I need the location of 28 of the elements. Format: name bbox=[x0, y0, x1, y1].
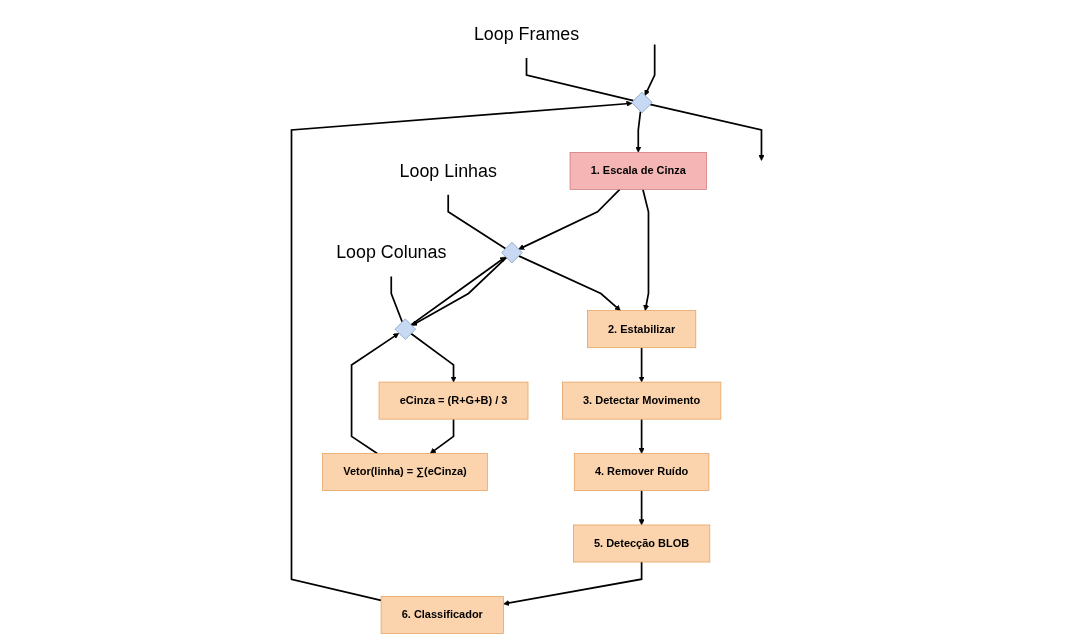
node-box: 2. Estabilizar bbox=[586, 310, 696, 349]
node-text: Loop Linhas bbox=[399, 160, 497, 181]
arrow bbox=[290, 100, 633, 602]
arrow bbox=[641, 188, 650, 311]
arrow bbox=[634, 110, 642, 153]
node-box: eCinza = (R+G+B) / 3 bbox=[378, 381, 529, 420]
arrow bbox=[648, 103, 765, 161]
node-text: Loop Colunas bbox=[335, 241, 447, 263]
node-box: 5. Detecção BLOB bbox=[572, 524, 710, 563]
arrow bbox=[409, 332, 457, 383]
node-diamond bbox=[631, 91, 653, 114]
node-box: 4. Remover Ruído bbox=[573, 453, 709, 491]
node-diamond bbox=[501, 241, 523, 264]
arrow bbox=[517, 255, 621, 311]
node-box: 6. Classificador bbox=[380, 596, 504, 634]
node-box: Vetor(linha) = ∑(eCinza) bbox=[321, 453, 488, 491]
arrow bbox=[638, 346, 645, 383]
node-box: 1. Escala de Cinza bbox=[569, 152, 707, 190]
node-box: 3. Detectar Movimento bbox=[561, 381, 721, 420]
arrow bbox=[502, 561, 643, 606]
node-text: Loop Frames bbox=[473, 23, 579, 45]
arrow bbox=[644, 43, 656, 96]
arrow bbox=[638, 489, 645, 526]
arrow bbox=[350, 333, 399, 455]
arrow bbox=[518, 188, 621, 250]
arrow bbox=[638, 418, 645, 454]
node-diamond bbox=[394, 318, 416, 340]
arrow bbox=[429, 418, 455, 454]
